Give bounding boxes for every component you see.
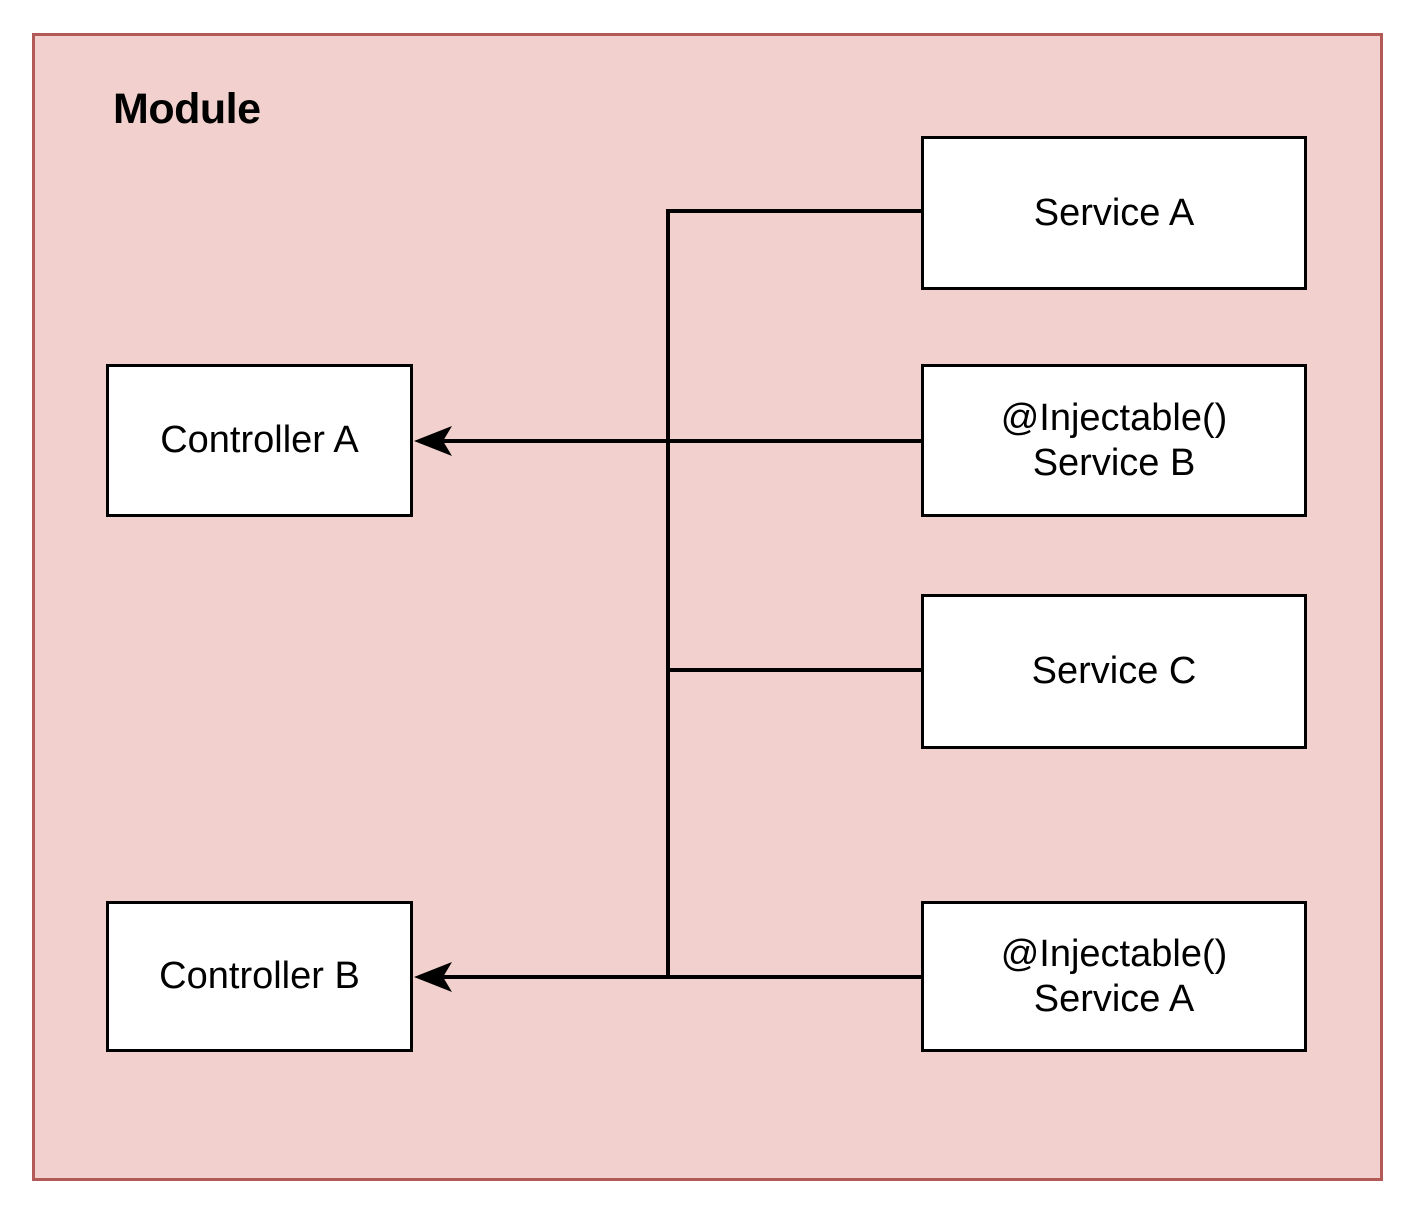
node-controller-b-label: Controller B — [159, 955, 360, 998]
node-service-b-label: @Injectable() Service B — [1000, 396, 1228, 484]
node-service-b[interactable]: @Injectable() Service B — [921, 364, 1307, 517]
node-service-c[interactable]: Service C — [921, 594, 1307, 749]
node-service-a[interactable]: Service A — [921, 136, 1307, 290]
node-service-a-label: Service A — [1033, 191, 1195, 234]
node-controller-a-label: Controller A — [160, 419, 359, 462]
node-service-c-label: Service C — [1031, 650, 1197, 693]
module-title: Module — [113, 85, 261, 133]
node-controller-b[interactable]: Controller B — [106, 901, 413, 1052]
node-controller-a[interactable]: Controller A — [106, 364, 413, 517]
node-injectable-service-a[interactable]: @Injectable() Service A — [921, 901, 1307, 1052]
node-injectable-service-a-label: @Injectable() Service A — [1000, 932, 1228, 1020]
